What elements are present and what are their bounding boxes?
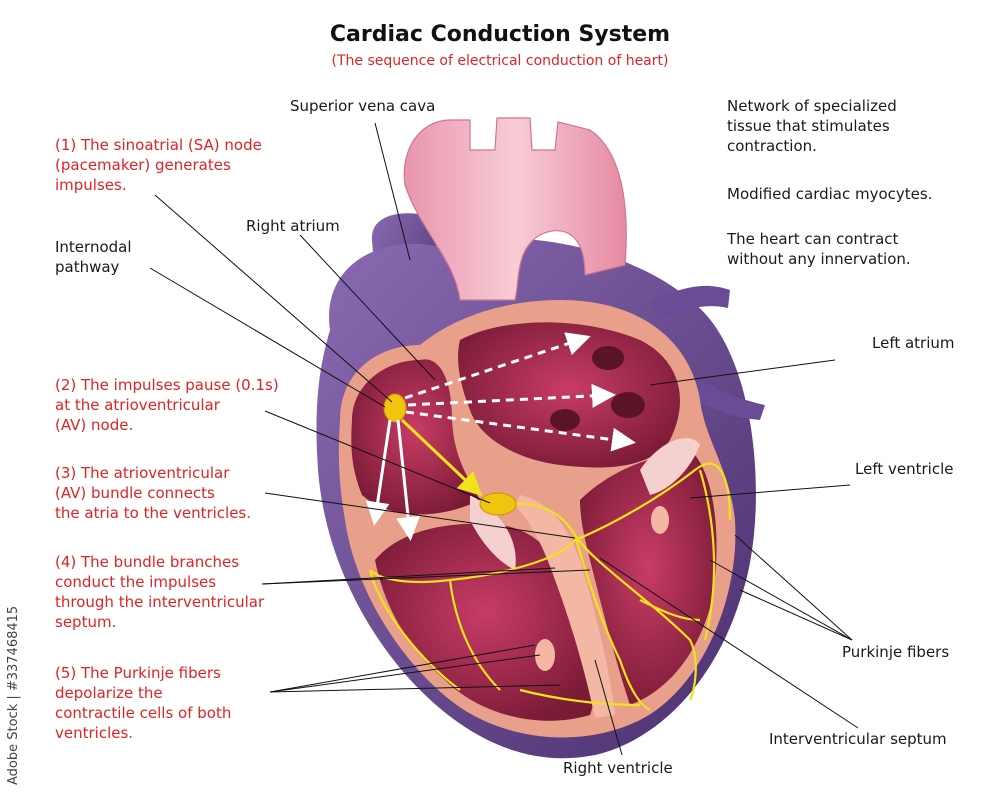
step-2-av-node: (2) The impulses pause (0.1s) at the atr… (55, 376, 279, 434)
pulmonary-vein-upper (650, 285, 730, 320)
label-interventricular-septum: Interventricular septum (769, 730, 947, 748)
vein-opening (550, 409, 580, 431)
label-right-atrium: Right atrium (246, 217, 340, 235)
leader-lines (149, 122, 859, 756)
impulse-arrows (365, 332, 636, 541)
sa-node (383, 393, 407, 423)
septum (515, 495, 615, 718)
note-innervation: The heart can contract without any inner… (727, 230, 911, 268)
stock-watermark: Adobe Stock | #337468415 (6, 605, 21, 785)
mitral-valve (640, 438, 700, 495)
left-ventricle-chamber (580, 454, 717, 705)
diagram-title: Cardiac Conduction System (329, 22, 671, 47)
step-4-bundle-branches: (4) The bundle branches conduct the impu… (55, 553, 265, 631)
pulmonary-vein-lower (695, 380, 765, 420)
tricuspid-valve (470, 495, 516, 570)
diagram-subtitle: (The sequence of electrical conduction o… (331, 53, 669, 69)
label-internodal-pathway: Internodal pathway (55, 238, 132, 276)
sa-to-av-arrow (400, 418, 483, 497)
vein-opening (611, 392, 645, 418)
step-3-av-bundle: (3) The atrioventricular (AV) bundle con… (55, 464, 252, 522)
label-superior-vena-cava: Superior vena cava (290, 97, 436, 115)
vein-opening (592, 346, 624, 370)
label-right-ventricle: Right ventricle (563, 759, 673, 777)
step-5-purkinje-fibers: (5) The Purkinje fibers depolarize the c… (55, 664, 232, 742)
step-1-sa-node: (1) The sinoatrial (SA) node (pacemaker)… (55, 136, 262, 194)
right-ventricle-chamber (375, 523, 595, 721)
label-left-ventricle: Left ventricle (855, 460, 954, 478)
label-purkinje-fibers: Purkinje fibers (842, 643, 950, 661)
conduction-pathway (368, 462, 732, 711)
papillary-muscle (651, 506, 669, 534)
aorta-shape (403, 117, 627, 301)
note-myocytes: Modified cardiac myocytes. (727, 185, 933, 203)
note-network: Network of specialized tissue that stimu… (727, 97, 897, 155)
av-node (479, 492, 517, 516)
right-atrium-chamber (351, 359, 480, 515)
papillary-muscle (535, 639, 555, 671)
label-left-atrium: Left atrium (872, 334, 955, 352)
